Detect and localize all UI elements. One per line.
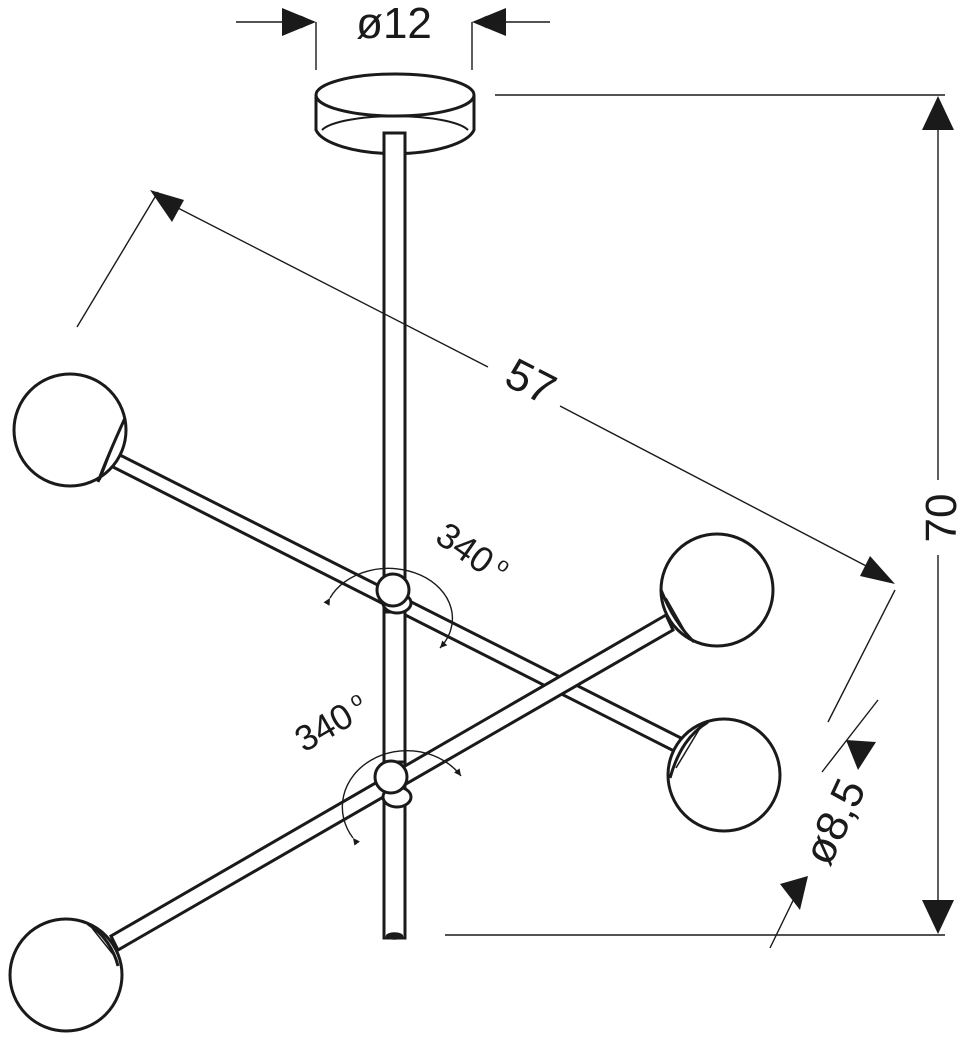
height-label: 70 [917,494,966,543]
lower-rotation-arc [341,749,462,846]
center-rod [382,131,407,940]
span-dimension [76,190,896,723]
ceiling-canopy [314,72,476,156]
svg-text:o: o [493,553,515,577]
globe-top-left [12,372,128,488]
lower-rotation-label: 340 o [287,688,367,760]
globe-diameter-dimension [769,699,879,949]
svg-text:340: 340 [429,514,502,582]
globe-right-lower [666,717,782,833]
globe-right-upper [659,532,775,648]
globe-diameter-label: ø8,5 [794,772,876,873]
height-dimension [445,94,954,936]
upper-joint [375,572,413,615]
canopy-diameter-dimension [236,8,550,70]
upper-rotation-label: 340 o [429,514,515,582]
svg-text:o: o [346,688,367,713]
canopy-diameter-label: ø12 [356,0,432,48]
globe-bottom-left [8,917,124,1033]
svg-text:340: 340 [287,694,360,760]
span-label: 57 [498,349,564,415]
upper-rotation-arc [323,567,454,649]
